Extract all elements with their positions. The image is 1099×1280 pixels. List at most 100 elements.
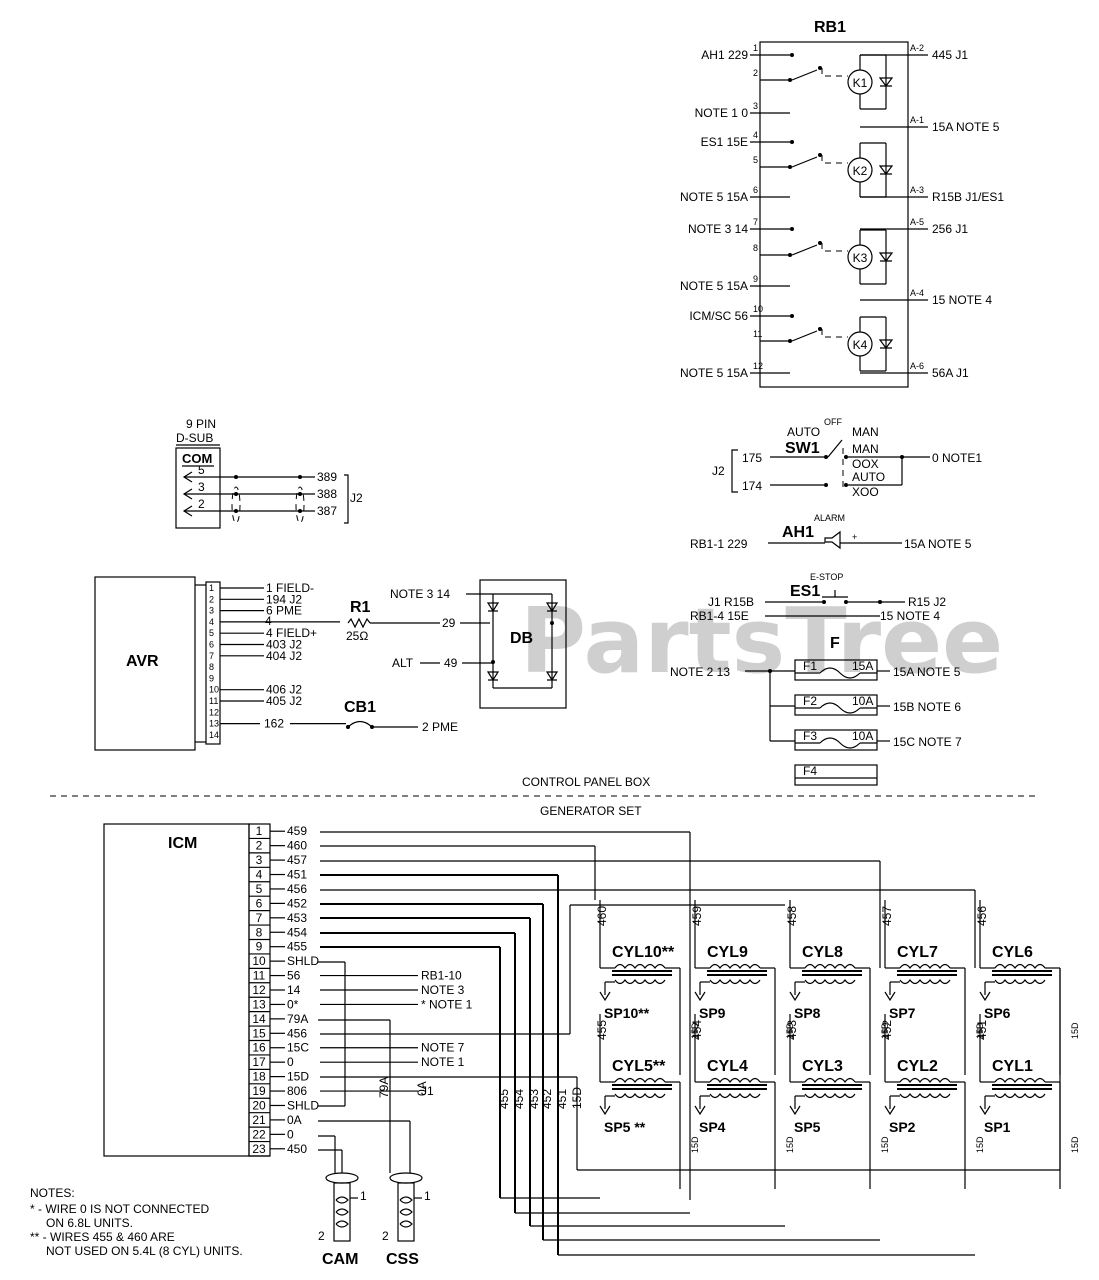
junction-dot <box>818 241 822 245</box>
rb1-left-label: NOTE 3 14 <box>688 222 748 236</box>
fuse-output: 15B NOTE 6 <box>893 700 961 714</box>
fuse-id: F3 <box>803 729 817 743</box>
note-1a: * - WIRE 0 IS NOT CONNECTED <box>30 1202 209 1216</box>
diode-icon <box>545 602 559 613</box>
shield-icon <box>295 486 305 524</box>
sensor-pin-label: 1 <box>424 1189 431 1203</box>
es1-name: ES1 <box>790 583 820 600</box>
sw1-off-label: OFF <box>824 417 842 427</box>
com-wire-label: 388 <box>317 487 337 501</box>
spark-plug-label: SP4 <box>699 1119 726 1135</box>
icm-wire-label: 0* <box>287 997 299 1011</box>
spark-plug-label: SP2 <box>889 1119 916 1135</box>
rb1-pin-number: 6 <box>753 185 758 195</box>
icm-wire-label: 454 <box>287 925 307 939</box>
ah1-left: RB1-1 229 <box>690 537 748 551</box>
icm-wire-label: 0 <box>287 1055 294 1069</box>
coil-winding-icon <box>709 963 761 970</box>
coil-winding-icon <box>614 963 666 970</box>
avr-wire-label: 403 J2 <box>266 638 302 652</box>
wire-79a-label: 79A <box>377 1077 391 1098</box>
avr-pin-number: 5 <box>209 628 214 638</box>
icm-pin-number: 23 <box>252 1142 266 1156</box>
icm-pin-number: 11 <box>253 969 266 983</box>
rb1-right-label: 256 J1 <box>932 222 968 236</box>
rb1-pin-number: 2 <box>753 68 758 78</box>
sensors: 79A 0A 12 12 CAM CSS <box>318 961 431 1268</box>
icm-pin-number: 14 <box>252 1012 266 1026</box>
sensor-pin-label: 2 <box>382 1229 389 1243</box>
cylinder-label: CYL1 <box>992 1058 1033 1075</box>
rb1-left-label: ICM/SC 56 <box>689 309 748 323</box>
diode-icon <box>878 77 894 87</box>
sw1-wire-174: 174 <box>742 479 762 493</box>
icm-wire-label: 452 <box>287 896 307 910</box>
icm-wire-label: 450 <box>287 1142 307 1156</box>
section-generator-set: GENERATOR SET <box>540 804 642 818</box>
rb1-pin-number: 3 <box>753 101 758 111</box>
coil-winding-icon <box>899 978 951 985</box>
sw1-j2-label: J2 <box>712 464 725 478</box>
avr-pin-number: 8 <box>209 662 214 672</box>
com-pin-number: 2 <box>198 497 205 511</box>
icm-wire-label: 453 <box>287 911 307 925</box>
coil-winding-icon <box>614 978 666 985</box>
wire-line <box>791 69 818 81</box>
avr-pin-number: 9 <box>209 673 214 683</box>
fuse-rating: 10A <box>852 729 873 743</box>
avr-wire-label: 162 <box>264 717 284 731</box>
icm-wire-label: 456 <box>287 882 307 896</box>
rb1-pin-number: 12 <box>753 361 763 371</box>
wire-0a-label: 0A <box>415 1081 429 1096</box>
sensor-pin-label: 2 <box>318 1229 325 1243</box>
icm-wire-label: SHLD <box>287 1098 319 1112</box>
cylinder-label: CYL4 <box>707 1058 748 1075</box>
avr-pin-number: 13 <box>209 719 219 729</box>
coil-wire-label: 451 <box>975 1020 989 1040</box>
ignition-coils: CYL10**SP10**15D460CYL9SP915D459CYL8SP81… <box>320 831 1080 1256</box>
spark-plug-label: SP5 <box>794 1119 821 1135</box>
diode-icon <box>486 602 500 613</box>
rb1-left-label: NOTE 5 15A <box>680 366 748 380</box>
bus-wire-label: 452 <box>540 1089 554 1109</box>
sw1-xoo-label: XOO <box>852 485 879 499</box>
junction-dot <box>298 492 302 496</box>
coil-wire-label: 456 <box>975 906 989 926</box>
coil-wire-label: 458 <box>785 906 799 926</box>
com-j2: J2 <box>350 491 363 505</box>
fuse-name: F <box>830 635 840 652</box>
fuse-id: F2 <box>803 694 817 708</box>
shield-icon <box>231 486 241 524</box>
rb1-pin-number: 4 <box>753 130 758 140</box>
rb1-right-label: 56A J1 <box>932 366 969 380</box>
relay-link <box>821 155 848 164</box>
icm-pin-number: 20 <box>252 1098 266 1112</box>
avr-pin-number: 4 <box>209 617 214 627</box>
avr-wire-label: 1 FIELD- <box>266 581 314 595</box>
avr-wire-label: 4 <box>265 614 272 628</box>
spark-plug-icon <box>694 1105 706 1116</box>
icm-wire-label: 456 <box>287 1026 307 1040</box>
avr-pin-number: 3 <box>209 606 214 616</box>
relay-label: K4 <box>853 338 868 352</box>
bus-wire-label: 454 <box>512 1089 526 1109</box>
coil-winding-icon <box>899 963 951 970</box>
icm-pin-number: 21 <box>252 1113 266 1127</box>
coil-wire-label: 457 <box>880 906 894 926</box>
ah1-plus: + <box>852 532 857 542</box>
ah1-sub: ALARM <box>814 513 845 523</box>
junction-dot <box>234 475 238 479</box>
spark-plug-icon <box>599 991 611 1002</box>
avr-pin-number: 1 <box>209 583 214 593</box>
db-name: DB <box>510 630 533 647</box>
com-h1: 9 PIN <box>186 417 216 431</box>
icm-wire-label: 0A <box>287 1113 302 1127</box>
junction-dot <box>818 153 822 157</box>
fuse-f2 <box>794 694 878 716</box>
db-box <box>479 579 567 709</box>
com-wire-label: 387 <box>317 504 337 518</box>
icm-pin-number: 3 <box>256 853 263 867</box>
icm-wire-label: 56 <box>287 969 301 983</box>
watermark: PartsTree <box>520 589 1003 694</box>
